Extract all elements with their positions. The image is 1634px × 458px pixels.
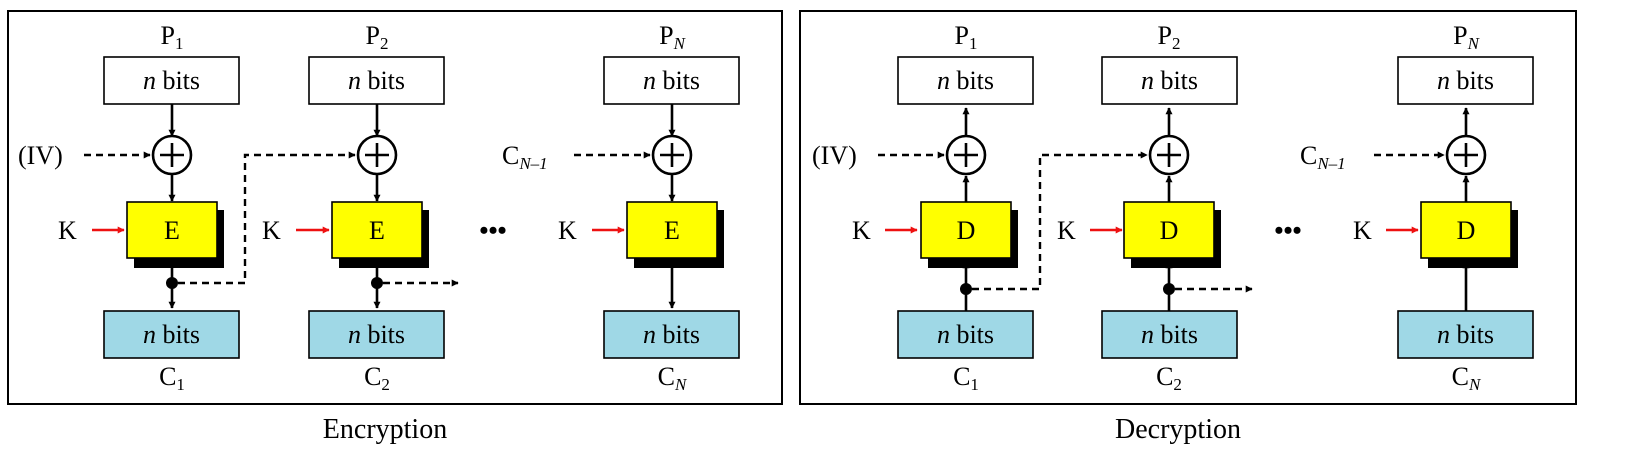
dec-junction-2 — [1163, 283, 1175, 295]
svg-text:n bits: n bits — [643, 66, 700, 95]
dec-ciphertext-label-1: C1 — [953, 362, 979, 394]
svg-text:n bits: n bits — [348, 66, 405, 95]
enc-xor-2 — [356, 134, 398, 176]
svg-text:D: D — [1160, 216, 1179, 245]
enc-plaintext-box-1: n bits — [103, 56, 240, 105]
enc-xor-1 — [151, 134, 193, 176]
enc-plaintext-box-2: n bits — [308, 56, 445, 105]
svg-text:n bits: n bits — [937, 320, 994, 349]
dec-prev-cipher-label: CN–1 — [1300, 141, 1346, 173]
svg-text:n bits: n bits — [1437, 320, 1494, 349]
decryption-caption: Decryption — [1115, 414, 1241, 445]
svg-text:E: E — [369, 216, 385, 245]
svg-text:n bits: n bits — [143, 66, 200, 95]
dec-key-label-n: K — [1353, 216, 1372, 245]
encryption-caption: Encryption — [323, 414, 447, 445]
dec-iv-label: (IV) — [812, 141, 857, 170]
dec-plaintext-box-n: n bits — [1397, 56, 1534, 105]
svg-text:n bits: n bits — [1141, 320, 1198, 349]
enc-key-label-1: K — [58, 216, 77, 245]
decryption-frame — [799, 10, 1577, 405]
dec-xor-1 — [945, 134, 987, 176]
enc-plaintext-label-n: PN — [659, 21, 686, 53]
enc-ciphertext-label-2: C2 — [364, 362, 390, 394]
dec-key-label-2: K — [1057, 216, 1076, 245]
svg-text:n bits: n bits — [643, 320, 700, 349]
dec-plaintext-label-2: P2 — [1158, 21, 1181, 53]
enc-junction-1 — [166, 277, 178, 289]
dec-plaintext-box-1: n bits — [897, 56, 1034, 105]
dec-ciphertext-label-n: CN — [1452, 362, 1482, 394]
svg-text:n bits: n bits — [348, 320, 405, 349]
encryption-panel: n bits n bits n bits E E E n — [7, 10, 783, 445]
dec-xor-2 — [1148, 134, 1190, 176]
svg-text:D: D — [957, 216, 976, 245]
enc-junction-2 — [371, 277, 383, 289]
dec-key-label-1: K — [852, 216, 871, 245]
enc-key-label-n: K — [558, 216, 577, 245]
enc-xor-n — [651, 134, 693, 176]
svg-text:D: D — [1457, 216, 1476, 245]
enc-key-label-2: K — [262, 216, 281, 245]
enc-prev-cipher-label: CN–1 — [502, 141, 548, 173]
enc-plaintext-label-1: P1 — [161, 21, 184, 53]
dec-cipher-box-2: D — [1123, 201, 1221, 268]
dec-plaintext-label-1: P1 — [955, 21, 978, 53]
enc-ciphertext-box-2: n bits — [308, 310, 445, 359]
dec-ciphertext-label-2: C2 — [1156, 362, 1182, 394]
svg-text:n bits: n bits — [1141, 66, 1198, 95]
enc-cipher-box-1: E — [126, 201, 224, 268]
dec-plaintext-label-n: PN — [1453, 21, 1480, 53]
decryption-connectors — [878, 107, 1470, 311]
svg-text:E: E — [664, 216, 680, 245]
dec-chain-1-to-2-arrow — [972, 151, 1148, 291]
enc-cipher-box-2: E — [331, 201, 429, 268]
enc-cipher-box-n: E — [626, 201, 724, 268]
enc-plaintext-box-n: n bits — [603, 56, 740, 105]
svg-text:n bits: n bits — [937, 66, 994, 95]
dec-ciphertext-box-n: n bits — [1397, 310, 1534, 359]
svg-text:n bits: n bits — [1437, 66, 1494, 95]
enc-iv-label: (IV) — [18, 141, 63, 170]
dec-xor-n — [1445, 134, 1487, 176]
dec-ciphertext-box-1: n bits — [897, 310, 1034, 359]
dec-plaintext-box-2: n bits — [1101, 56, 1238, 105]
enc-ciphertext-box-n: n bits — [603, 310, 740, 359]
svg-text:E: E — [164, 216, 180, 245]
encryption-frame — [7, 10, 783, 405]
dec-cipher-box-1: D — [920, 201, 1018, 268]
enc-ciphertext-box-1: n bits — [103, 310, 240, 359]
enc-ciphertext-label-n: CN — [658, 362, 688, 394]
dec-ciphertext-box-2: n bits — [1101, 310, 1238, 359]
svg-text:n bits: n bits — [143, 320, 200, 349]
enc-plaintext-label-2: P2 — [366, 21, 389, 53]
dec-cipher-box-n: D — [1420, 201, 1518, 268]
dec-junction-1 — [960, 283, 972, 295]
enc-ellipsis: ••• — [479, 216, 506, 245]
dec-ellipsis: ••• — [1274, 216, 1301, 245]
decryption-panel: n bits n bits n bits D D D n — [799, 10, 1577, 445]
enc-ciphertext-label-1: C1 — [159, 362, 185, 394]
